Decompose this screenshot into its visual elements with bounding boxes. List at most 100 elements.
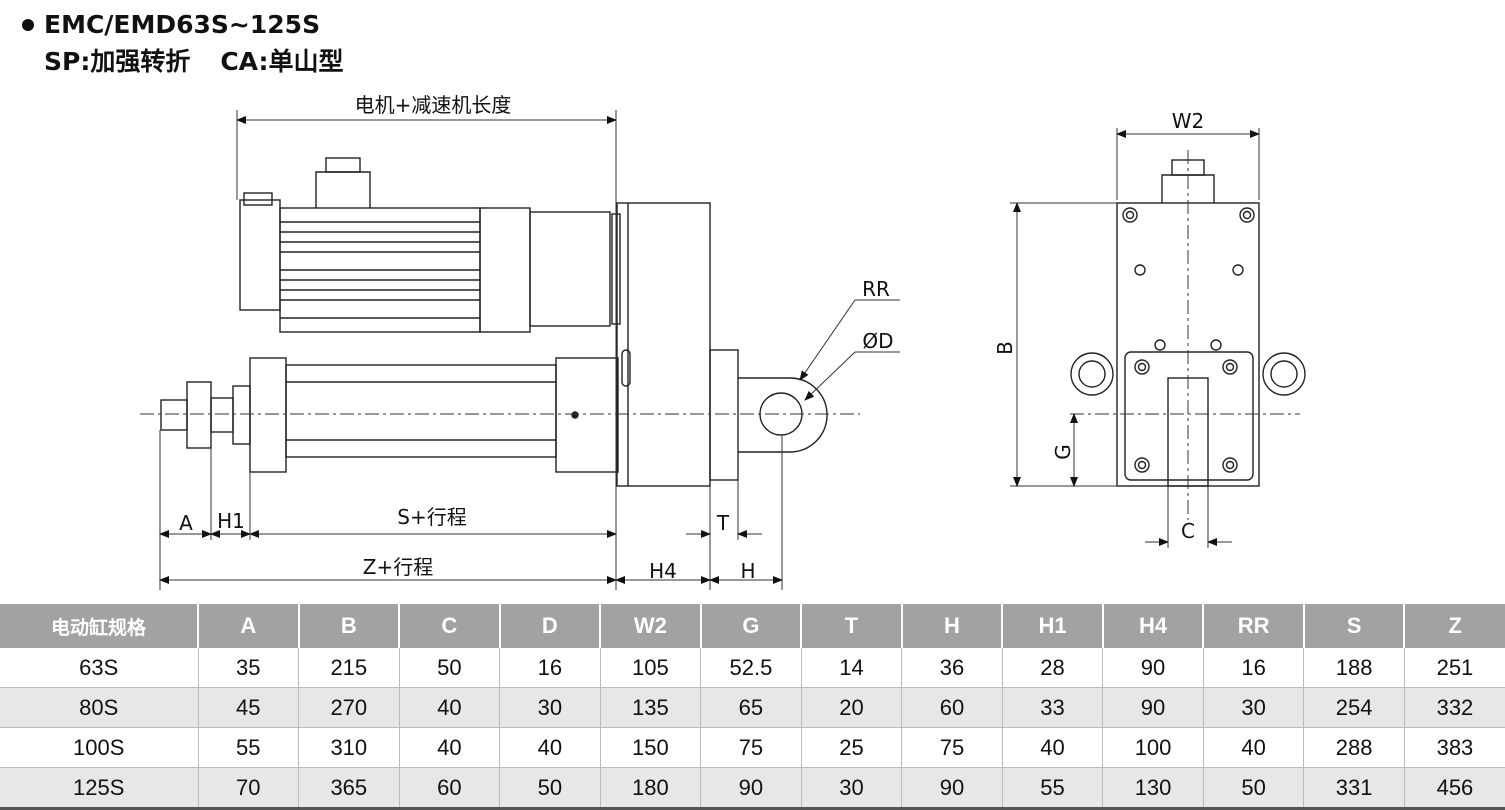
sp-label: SP:加强转折 bbox=[44, 47, 191, 76]
header-cell: 电动缸规格 bbox=[0, 604, 199, 648]
table-cell: 188 bbox=[1303, 648, 1405, 688]
h-label: H bbox=[740, 559, 755, 583]
piston-rod bbox=[160, 381, 251, 449]
model-range: EMC/EMD63S~125S bbox=[44, 10, 321, 39]
c-label: C bbox=[1181, 519, 1195, 543]
table-row: 125S 70 365 60 50 180 90 30 90 55 130 50… bbox=[0, 767, 1505, 809]
table-cell: 45 bbox=[198, 687, 300, 728]
table-row: 100S 55 310 40 40 150 75 25 75 40 100 40… bbox=[0, 727, 1505, 768]
header-cell: H1 bbox=[1002, 604, 1104, 648]
motor-length-label: 电机+减速机长度 bbox=[355, 93, 512, 117]
header-cell: S bbox=[1303, 604, 1406, 648]
table-cell: 30 bbox=[499, 687, 601, 728]
table-cell: 28 bbox=[1002, 648, 1104, 688]
table-cell: 90 bbox=[901, 767, 1003, 809]
spec-table: 电动缸规格 A B C D W2 G T H H1 H4 RR S Z 63S … bbox=[0, 604, 1505, 810]
table-cell: 70 bbox=[198, 767, 300, 809]
ca-label: CA:单山型 bbox=[220, 47, 344, 76]
table-cell: 35 bbox=[198, 648, 300, 688]
side-dimensions bbox=[159, 110, 900, 590]
drawing-title: EMC/EMD63S~125S SP:加强转折 CA:单山型 bbox=[22, 6, 344, 80]
table-cell: 55 bbox=[1002, 767, 1104, 809]
table-cell: 150 bbox=[600, 727, 702, 768]
header-cell: H4 bbox=[1102, 604, 1205, 648]
b-label: B bbox=[993, 341, 1017, 355]
header-cell: C bbox=[399, 604, 501, 648]
header-cell: RR bbox=[1203, 604, 1305, 648]
t-label: T bbox=[716, 511, 730, 535]
table-cell: 125S bbox=[0, 767, 199, 809]
table-cell: 16 bbox=[1203, 648, 1305, 688]
table-cell: 180 bbox=[600, 767, 702, 809]
table-cell: 90 bbox=[700, 767, 802, 809]
cylinder-body bbox=[249, 349, 631, 473]
table-cell: 60 bbox=[901, 687, 1003, 728]
z-stroke-label: Z+行程 bbox=[363, 555, 433, 579]
table-cell: 332 bbox=[1404, 687, 1505, 728]
table-cell: 130 bbox=[1102, 767, 1204, 809]
a-label: A bbox=[179, 511, 193, 535]
table-cell: 52.5 bbox=[700, 648, 802, 688]
gearbox-housing bbox=[616, 202, 711, 487]
table-cell: 16 bbox=[499, 648, 601, 688]
table-cell: 310 bbox=[298, 727, 400, 768]
table-cell: 25 bbox=[801, 727, 903, 768]
g-label: G bbox=[1051, 444, 1075, 460]
table-cell: 40 bbox=[1203, 727, 1305, 768]
table-cell: 30 bbox=[1203, 687, 1305, 728]
table-cell: 288 bbox=[1303, 727, 1405, 768]
table-cell: 251 bbox=[1436, 654, 1474, 680]
header-cell: H bbox=[901, 604, 1004, 648]
table-cell: 55 bbox=[198, 727, 300, 768]
table-cell: 75 bbox=[700, 727, 802, 768]
table-cell: 215 bbox=[298, 648, 400, 688]
table-cell: 33 bbox=[1002, 687, 1104, 728]
table-cell: 331 bbox=[1303, 767, 1405, 809]
table-cell: 50 bbox=[499, 767, 601, 809]
table-cell: 40 bbox=[399, 727, 501, 768]
header-cell: D bbox=[499, 604, 602, 648]
table-cell: 50 bbox=[399, 648, 501, 688]
table-cell: 383 bbox=[1436, 734, 1474, 760]
rr-label: RR bbox=[862, 277, 890, 301]
motor bbox=[239, 157, 621, 333]
table-cell: 75 bbox=[901, 727, 1003, 768]
table-cell: 100 bbox=[1102, 727, 1204, 768]
h4-label: H4 bbox=[649, 559, 677, 583]
table-cell: 100S bbox=[0, 727, 199, 768]
rear-clevis bbox=[709, 349, 828, 481]
od-label: ØD bbox=[862, 329, 893, 353]
table-cell: 60 bbox=[399, 767, 501, 809]
table-header-row: 电动缸规格 A B C D W2 G T H H1 H4 RR S Z bbox=[0, 604, 1505, 648]
s-stroke-label: S+行程 bbox=[397, 505, 466, 529]
header-cell: A bbox=[198, 604, 300, 648]
technical-drawing: 电机+减速机长度 RR ØD A H1 S+行程 T Z+行程 H4 H bbox=[140, 93, 1306, 590]
table-cell: 40 bbox=[1002, 727, 1104, 768]
table-cell: 40 bbox=[399, 687, 501, 728]
table-cell: 270 bbox=[298, 687, 400, 728]
table-cell: 65 bbox=[700, 687, 802, 728]
table-cell: 30 bbox=[801, 767, 903, 809]
table-cell: 90 bbox=[1102, 648, 1204, 688]
bullet-icon bbox=[22, 18, 34, 31]
table-cell: 456 bbox=[1404, 767, 1505, 809]
table-row: 63S 35 215 50 16 105 52.5 14 36 28 90 16… bbox=[0, 648, 1505, 688]
table-cell: 80S bbox=[0, 687, 199, 728]
table-cell: 365 bbox=[298, 767, 400, 809]
table-cell: 135 bbox=[600, 687, 702, 728]
front-dimensions bbox=[1010, 128, 1300, 548]
table-cell: 63S bbox=[0, 648, 199, 688]
table-cell: 50 bbox=[1203, 767, 1305, 809]
table-cell: 90 bbox=[1102, 687, 1204, 728]
table-cell: 14 bbox=[801, 648, 903, 688]
side-view bbox=[160, 157, 828, 487]
table-cell: 254 bbox=[1303, 687, 1405, 728]
h1-label: H1 bbox=[217, 509, 245, 533]
table-cell: 105 bbox=[600, 648, 702, 688]
header-cell: Z bbox=[1404, 604, 1505, 648]
table-row: 80S 45 270 40 30 135 65 20 60 33 90 30 2… bbox=[0, 687, 1505, 728]
table-cell: 20 bbox=[801, 687, 903, 728]
table-cell: 40 bbox=[499, 727, 601, 768]
w2-label: W2 bbox=[1172, 109, 1205, 133]
header-cell: T bbox=[801, 604, 903, 648]
